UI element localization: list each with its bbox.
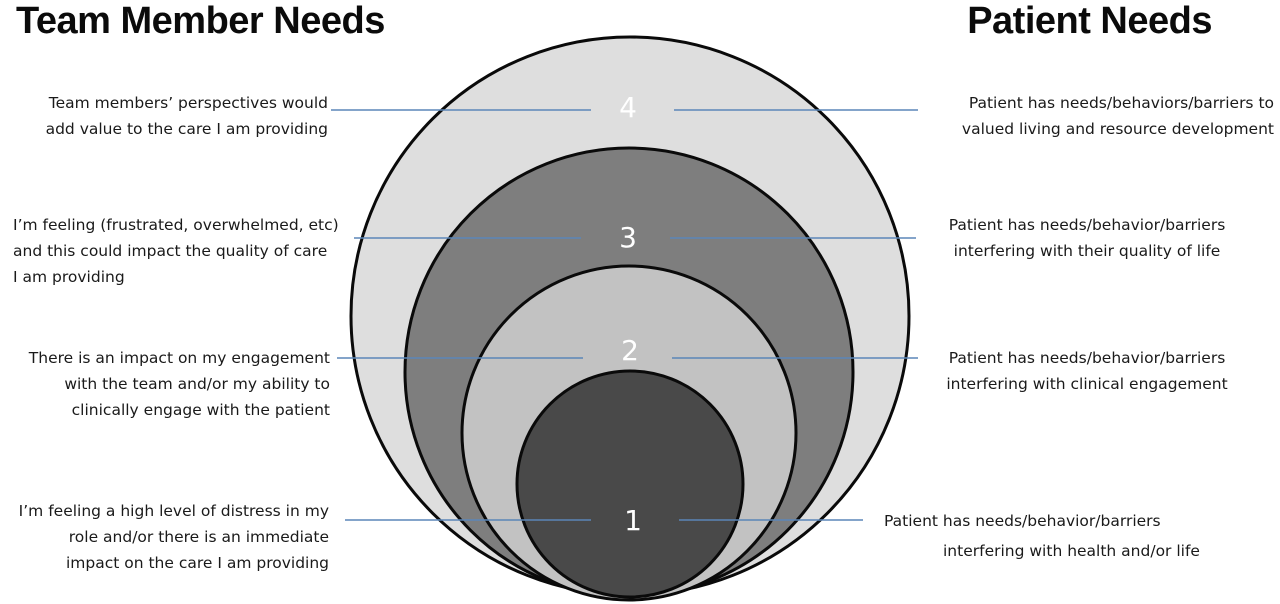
level-1-circle	[515, 369, 745, 599]
level-1-number: 1	[624, 504, 642, 537]
team-level-2-label: There is an impact on my engagement with…	[28, 349, 330, 419]
level-3-number: 3	[619, 221, 637, 254]
patient-level-1-label: Patient has needs/behavior/barriers inte…	[884, 512, 1200, 560]
patient-level-3-label: Patient has needs/behavior/barriers inte…	[948, 216, 1226, 260]
team-level-1-label: I’m feeling a high level of distress in …	[18, 502, 329, 572]
team-member-needs-title: Team Member Needs	[16, 0, 385, 42]
level-4-number: 4	[619, 91, 637, 124]
patient-level-2-label: Patient has needs/behavior/barriers inte…	[946, 349, 1228, 393]
patient-needs-title: Patient Needs	[967, 0, 1212, 42]
team-level-4-label: Team members’ perspectives would add val…	[45, 94, 328, 138]
level-2-number: 2	[621, 334, 639, 367]
patient-level-4-label: Patient has needs/behaviors/barriers to …	[961, 94, 1274, 138]
team-level-3-label: I’m feeling (frustrated, overwhelmed, et…	[13, 216, 339, 286]
